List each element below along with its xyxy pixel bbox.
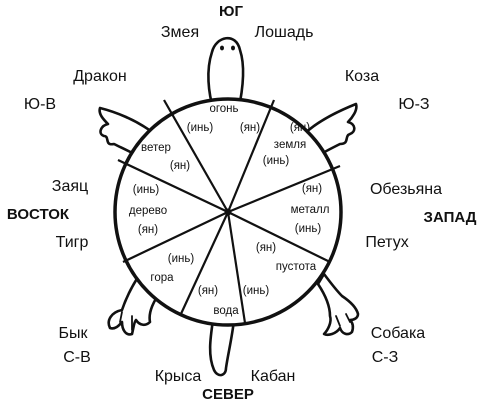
sector-fire: огонь (инь) (ян) xyxy=(187,103,261,134)
sector-void-name: пустота xyxy=(276,261,317,273)
direction-southwest: Ю-З xyxy=(398,96,429,113)
animal-goat: Коза xyxy=(345,68,379,85)
sector-earth: земля (ян) (инь) xyxy=(263,122,311,167)
sector-mountain: (инь) гора xyxy=(150,253,194,284)
sector-fire-name: огонь xyxy=(209,103,238,115)
direction-northeast: С-В xyxy=(63,349,91,366)
sector-metal: (ян) металл (инь) xyxy=(291,183,330,235)
sector-metal-yin: (инь) xyxy=(295,223,322,235)
animal-ox: Бык xyxy=(59,325,89,342)
direction-east: ВОСТОК xyxy=(7,206,70,223)
turtle-tail xyxy=(208,318,236,377)
animal-boar: Кабан xyxy=(251,368,296,385)
sector-fire-yin: (инь) xyxy=(187,122,214,134)
sector-earth-yang: (ян) xyxy=(290,122,310,134)
shell-center xyxy=(224,208,232,216)
sector-metal-name: металл xyxy=(291,204,330,216)
animal-horse: Лошадь xyxy=(255,24,314,41)
direction-northwest: С-З xyxy=(372,349,399,366)
animal-rat: Крыса xyxy=(155,368,202,385)
sector-water: (ян) (инь) вода xyxy=(198,285,270,317)
sector-wind-name: ветер xyxy=(141,142,171,154)
sector-wood: (инь) дерево (ян) xyxy=(129,184,167,236)
direction-north: СЕВЕР xyxy=(202,386,254,403)
animal-dragon: Дракон xyxy=(73,68,127,85)
sector-wood-name: дерево xyxy=(129,205,167,217)
animal-hare: Заяц xyxy=(52,178,88,195)
sector-mountain-name: гора xyxy=(150,272,174,284)
sector-wood-yin: (инь) xyxy=(133,184,160,196)
sector-earth-name: земля xyxy=(274,139,306,151)
sector-void: (ян) пустота xyxy=(256,242,317,273)
sector-earth-yin: (инь) xyxy=(263,155,290,167)
direction-southeast: Ю-В xyxy=(24,96,56,113)
animal-monkey: Обезьяна xyxy=(370,181,442,198)
sector-wind-yang: (ян) xyxy=(170,160,190,172)
sector-metal-yang: (ян) xyxy=(302,183,322,195)
sector-water-name: вода xyxy=(213,305,239,317)
sector-wood-yang: (ян) xyxy=(138,224,158,236)
direction-west: ЗАПАД xyxy=(424,209,477,226)
sector-water-yin: (инь) xyxy=(243,285,270,297)
animal-rooster: Петух xyxy=(365,234,408,251)
sector-void-yang: (ян) xyxy=(256,242,276,254)
sector-mountain-yin: (инь) xyxy=(168,253,195,265)
turtle-back-right-flipper xyxy=(316,272,360,337)
animal-tiger: Тигр xyxy=(56,234,89,251)
sector-water-yang: (ян) xyxy=(198,285,218,297)
animal-snake: Змея xyxy=(161,24,199,41)
turtle-head xyxy=(207,36,245,114)
sector-fire-yang: (ян) xyxy=(240,122,260,134)
shell-spokes xyxy=(117,99,341,324)
sector-wind: ветер (ян) xyxy=(141,142,190,172)
direction-south: ЮГ xyxy=(219,3,243,20)
animal-dog: Собака xyxy=(371,325,426,342)
